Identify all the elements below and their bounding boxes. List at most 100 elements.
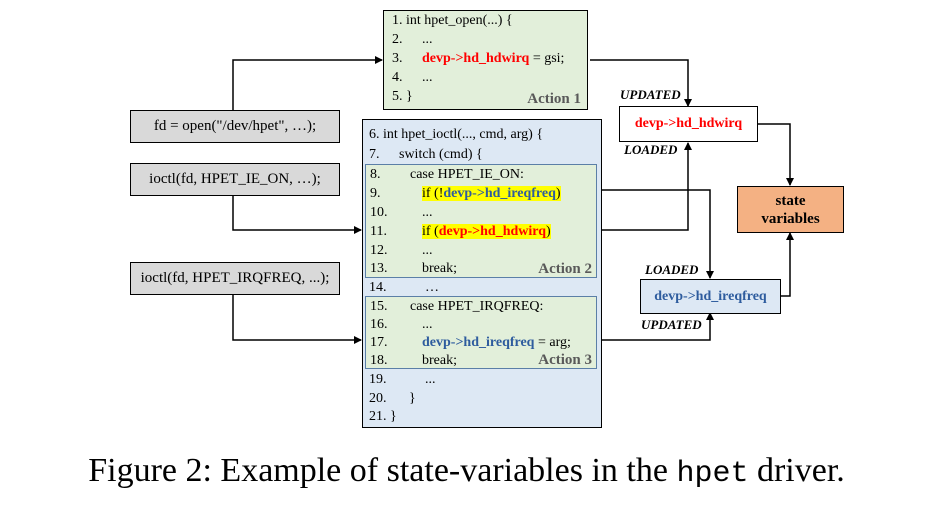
code-line-17: 17. devp->hd_ireqfreq = arg; [370,333,571,353]
line-number: 12. [370,243,388,258]
code-text: if (! [422,186,444,201]
state-variables-line-1: state [775,192,806,209]
action-2-label: Action 2 [538,261,592,277]
code-line-9: 9. if (!devp->hd_ireqfreq) [370,184,561,204]
code-text: switch (cmd) { [399,147,483,162]
highlight-line-9: if (!devp->hd_ireqfreq) [422,186,561,201]
action-2-block: 8. case HPET_IE_ON: 9. if (!devp->hd_ireqf… [365,164,597,278]
arrow-irqfreq-to-ioctl [232,295,362,344]
action-3-label: Action 3 [538,352,592,368]
code-text: … [425,280,439,295]
highlight-line-11: if (devp->hd_hdwirq) [422,224,551,239]
loaded-tag-ireqfreq: LOADED [645,262,699,277]
arrow-line9-to-ireqfreq [583,189,714,279]
code-line-14: 14. … [369,278,439,298]
line-number: 9. [370,186,381,201]
line-number: 19. [369,372,387,387]
arrow-open-to-hpet-open [232,56,383,110]
caption-suffix: driver. [748,452,845,489]
code-text: = gsi; [529,51,565,66]
code-text: } [406,89,413,104]
code-text: = arg; [534,335,571,350]
line-number: 5. [392,89,403,104]
line-number: 21. [369,409,387,424]
arrow-hdwirq-to-state [758,123,794,186]
code-text: if ( [422,224,439,239]
code-line-8: 8. case HPET_IE_ON: [370,165,524,185]
code-text: ) [546,224,551,239]
code-text: ... [422,205,433,220]
code-text: int hpet_ioctl(..., cmd, arg) { [383,127,544,142]
code-line-6: 6. int hpet_ioctl(..., cmd, arg) { [369,125,543,145]
code-text: case HPET_IE_ON: [410,167,524,182]
line-number: 14. [369,280,387,295]
loaded-tag-hdwirq: LOADED [624,142,678,157]
code-text: ... [422,317,433,332]
action-1-label: Action 1 [527,91,581,107]
line-number: 1. [392,13,403,28]
hdwirq-variable-label: devp->hd_hdwirq [634,116,743,131]
ioctl-ie-on-text: ioctl(fd, HPET_IE_ON, …); [149,171,321,187]
caption-code: hpet [676,457,749,491]
code-line-15: 15.case HPET_IRQFREQ: [370,297,543,317]
ioctl-irqfreq-box: ioctl(fd, HPET_IRQFREQ, ...); [130,262,340,295]
code-line-2: 2.... [392,30,433,50]
hdwirq-read: devp->hd_hdwirq [438,224,547,239]
line-number: 10. [370,205,388,220]
code-line-4: 4.... [392,68,433,88]
line-number: 17. [370,335,388,350]
code-text: ... [422,32,433,47]
code-text: case HPET_IRQFREQ: [410,299,544,314]
line-number: 16. [370,317,388,332]
code-text: } [390,409,397,424]
line-number: 4. [392,70,403,85]
open-call-box: fd = open("/dev/hpet", …); [130,110,340,143]
code-line-21: 21. } [369,407,397,427]
code-text: ) [555,186,561,201]
line-number: 13. [370,261,388,276]
line-number: 6. [369,127,380,142]
line-number: 2. [392,32,403,47]
updated-tag-hdwirq: UPDATED [620,87,681,102]
code-line-5: 5. } [392,87,413,107]
ireqfreq-variable-box: devp->hd_ireqfreq [640,279,781,314]
caption-prefix: Figure 2: Example of state-variables in … [88,452,677,489]
ioctl-ie-on-box: ioctl(fd, HPET_IE_ON, …); [130,163,340,196]
code-line-10: 10.... [370,203,433,223]
ireqfreq-read: devp->hd_ireqfreq [443,186,556,201]
arrow-line3-to-hdwirq [590,59,692,107]
hdwirq-write: devp->hd_hdwirq [422,51,530,66]
hpet-open-panel: 1. int hpet_open(...) { 2.... 3.devp->hd… [383,10,588,110]
code-text: break; [422,353,457,368]
ireqfreq-write: devp->hd_ireqfreq [422,335,535,350]
code-line-12: 12.... [370,241,433,261]
hdwirq-variable-box: devp->hd_hdwirq [619,106,758,142]
line-number: 18. [370,353,388,368]
code-line-11: 11. if (devp->hd_hdwirq) [370,222,551,242]
hpet-ioctl-panel: 6. int hpet_ioctl(..., cmd, arg) { 7. swi… [362,119,602,428]
code-line-18: 18. break; [370,351,457,371]
arrow-ireqfreq-to-state [781,232,794,297]
ioctl-irqfreq-text: ioctl(fd, HPET_IRQFREQ, ...); [140,270,330,286]
line-number: 11. [370,224,387,239]
line-number: 3. [392,51,403,66]
code-text: ... [425,372,436,387]
code-text: ... [422,70,433,85]
code-line-20: 20.} [369,389,416,409]
arrow-ie-on-to-ioctl [232,196,362,234]
code-text: } [409,391,416,406]
open-call-text: fd = open("/dev/hpet", …); [153,118,317,134]
state-variables-line-2: variables [761,210,820,227]
code-line-13: 13. break; [370,259,457,279]
figure-caption: Figure 2: Example of state-variables in … [0,452,933,491]
code-line-16: 16.... [370,315,433,335]
code-line-7: 7. switch (cmd) { [369,145,483,165]
code-text: ... [422,243,433,258]
code-text: break; [422,261,457,276]
ireqfreq-variable-label: devp->hd_ireqfreq [654,288,767,304]
line-number: 7. [369,147,380,162]
action-3-block: 15.case HPET_IRQFREQ: 16.... 17. devp->hd… [365,296,597,369]
line-number: 8. [370,167,381,182]
updated-tag-ireqfreq: UPDATED [641,317,702,332]
state-variables-box: state variables [737,186,844,233]
